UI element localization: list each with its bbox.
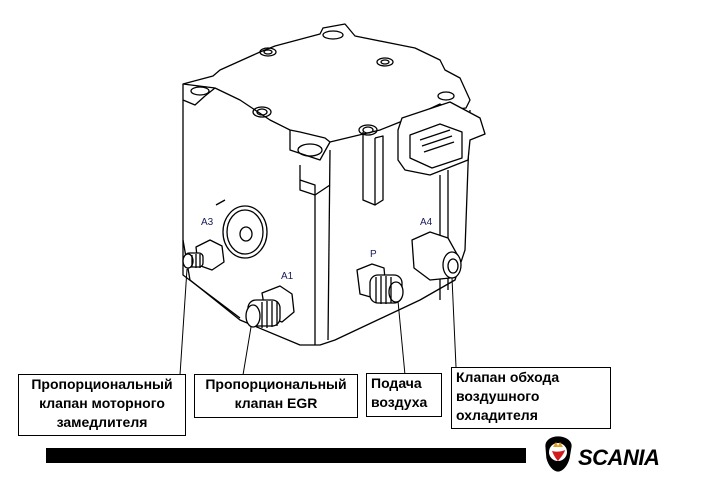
port-a3-fitting [182, 239, 225, 271]
valve-block-top-plate [182, 23, 471, 161]
callout-line: Клапан обхода [456, 369, 560, 385]
callout-line: воздушного [456, 388, 540, 404]
port-a1-fitting [245, 285, 295, 328]
footer-bar [46, 448, 526, 463]
scania-griffin-logo-icon [545, 436, 572, 472]
callout-line: замедлителя [56, 414, 148, 430]
callout-retarder-valve: Пропорциональный клапан моторного замедл… [18, 374, 186, 436]
callout-cooler-bypass-valve: Клапан обхода воздушного охладителя [451, 367, 611, 429]
callout-egr-valve: Пропорциональный клапан EGR [194, 374, 358, 418]
port-a4-fitting [411, 231, 462, 281]
callout-line: клапан EGR [234, 395, 318, 411]
callout-line: Пропорциональный [205, 376, 347, 392]
callout-air-supply: Подача воздуха [366, 373, 442, 417]
callout-line: воздуха [371, 394, 428, 410]
port-label-a4: A4 [420, 217, 433, 228]
port-label-a3: A3 [201, 217, 214, 228]
scania-logo-text: SCANIA [578, 445, 660, 470]
callout-line: клапан моторного [39, 395, 165, 411]
callout-line: Подача [371, 375, 422, 391]
port-label-p: P [370, 249, 377, 260]
callout-line: охладителя [456, 407, 538, 423]
leader-lines [179, 268, 457, 376]
callout-line: Пропорциональный [31, 376, 173, 392]
port-label-a1: A1 [281, 271, 294, 282]
port-p-fitting [356, 263, 404, 304]
